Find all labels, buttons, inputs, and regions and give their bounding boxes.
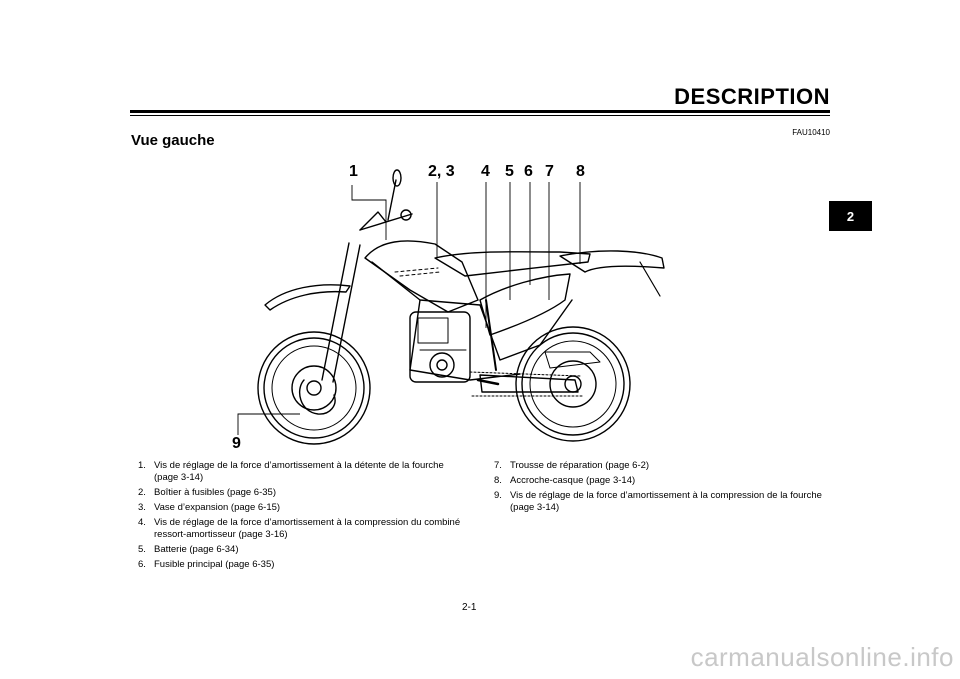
list-item: 9.Vis de réglage de la force d’amortisse…: [494, 490, 822, 513]
callout-2-3: 2, 3: [428, 163, 455, 180]
callout-9: 9: [232, 435, 241, 452]
list-item: 8.Accroche-casque (page 3-14): [494, 475, 636, 486]
callout-6: 6: [524, 163, 533, 180]
list-item: 1.Vis de réglage de la force d’amortisse…: [138, 460, 444, 483]
callout-1: 1: [349, 163, 358, 180]
header-rule-thin: [130, 115, 830, 116]
header-rule: [130, 110, 830, 113]
parts-list-right: 7.Trousse de réparation (page 6-2) 8.Acc…: [494, 460, 830, 517]
section-heading: Vue gauche: [131, 132, 215, 149]
rear-wheel: [515, 326, 631, 442]
swingarm: [469, 371, 583, 397]
motorcycle-illustration: [237, 169, 665, 445]
parts-list-left: 1.Vis de réglage de la force d’amortisse…: [138, 460, 468, 574]
list-item: 2.Boîtier à fusibles (page 6-35): [138, 487, 276, 498]
chapter-tab[interactable]: 2: [829, 201, 872, 231]
list-item: 5.Batterie (page 6-34): [138, 544, 239, 555]
list-item: 4.Vis de réglage de la force d’amortisse…: [138, 517, 461, 540]
page-number: 2-1: [462, 602, 477, 613]
front-fork: [299, 242, 361, 415]
callout-5: 5: [505, 163, 514, 180]
leader-lines: [237, 182, 581, 435]
callout-7: 7: [545, 163, 554, 180]
engine: [409, 311, 471, 383]
section-code: FAU10410: [792, 128, 830, 137]
list-item: 6.Fusible principal (page 6-35): [138, 559, 275, 570]
front-wheel: [257, 331, 371, 445]
callout-8: 8: [576, 163, 585, 180]
callout-4: 4: [481, 163, 490, 180]
watermark-link[interactable]: carmanualsonline.info: [690, 642, 954, 672]
frame: [371, 261, 573, 381]
list-item: 3.Vase d’expansion (page 6-15): [138, 502, 281, 513]
page-title: DESCRIPTION: [674, 84, 830, 109]
list-item: 7.Trousse de réparation (page 6-2): [494, 460, 650, 471]
